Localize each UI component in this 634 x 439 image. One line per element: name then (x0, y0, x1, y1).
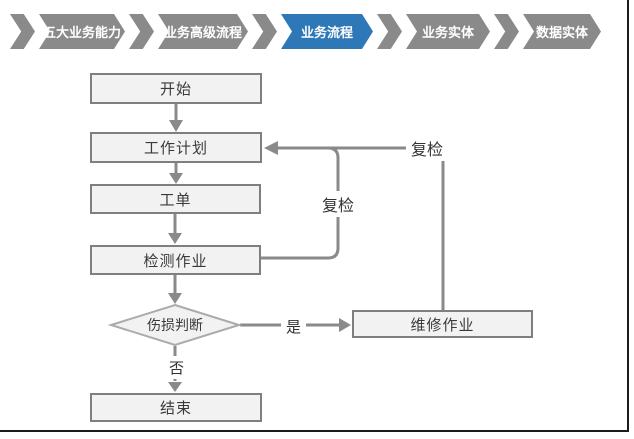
node-label: 伤损判断 (147, 317, 203, 333)
chevron-right-icon (252, 14, 277, 49)
nav-item-label: 业务高级流程 (158, 14, 248, 49)
nav-item-business-entity[interactable]: 业务实体 (377, 14, 490, 49)
nav-item-label: 业务实体 (406, 14, 490, 49)
node-repair: 维修作业 (352, 310, 533, 338)
chevron-right-icon (10, 14, 35, 49)
node-label: 开始 (159, 81, 192, 98)
page-border-right (627, 0, 629, 432)
edge-label-yes: 是 (281, 315, 307, 338)
nav-item-business-process[interactable]: 业务流程 (252, 14, 373, 49)
nav-item-label: 数据实体 (523, 14, 601, 49)
node-end: 结束 (90, 393, 262, 422)
node-start: 开始 (90, 73, 262, 104)
edge-label-recheck-inner: 复检 (317, 191, 360, 217)
node-damage-judgement: 伤损判断 (107, 303, 243, 347)
node-inspection: 检测作业 (90, 245, 261, 275)
breadcrumb: 五大业务能力 业务高级流程 业务流程 业务实体 数据实体 (10, 14, 601, 49)
diamond-shape (107, 303, 243, 347)
node-label: 工作计划 (143, 140, 208, 157)
node-label: 工单 (159, 191, 192, 209)
node-label: 维修作业 (410, 316, 475, 334)
nav-item-label: 五大业务能力 (39, 14, 125, 49)
nav-item-data-entity[interactable]: 数据实体 (494, 14, 601, 49)
nav-item-highlevel-process[interactable]: 业务高级流程 (129, 14, 248, 49)
nav-item-five-capabilities[interactable]: 五大业务能力 (10, 14, 125, 49)
node-label: 检测作业 (143, 252, 208, 270)
nav-item-label: 业务流程 (281, 14, 373, 49)
node-label: 结束 (159, 400, 192, 417)
chevron-right-icon (377, 14, 402, 49)
node-work-order: 工单 (90, 184, 261, 214)
chevron-right-icon (129, 14, 154, 49)
node-work-plan: 工作计划 (90, 132, 262, 163)
edge-label-no: 否 (164, 356, 190, 379)
chevron-right-icon (494, 14, 519, 49)
edge-label-recheck-outer: 复检 (406, 135, 449, 161)
page-border-bottom (0, 430, 629, 432)
